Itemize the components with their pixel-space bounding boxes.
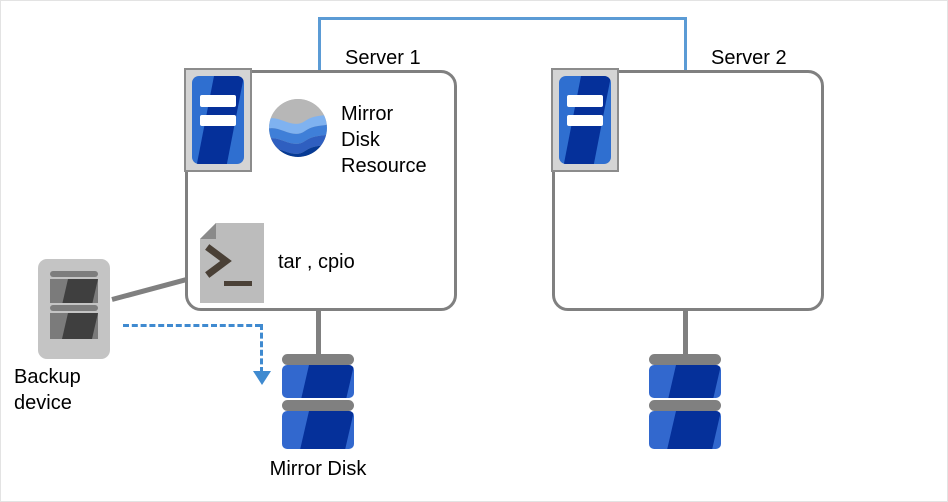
backup-device-icon [38, 259, 110, 359]
mirror-disk-resource-label: Mirror Disk Resource [341, 103, 427, 177]
backup-disk-plate-top [50, 271, 98, 277]
disk2-block-shade [668, 365, 721, 398]
disk1-plate-middle [282, 400, 354, 411]
disk2-block-shade [667, 411, 721, 449]
disk-link-2-line [683, 311, 688, 357]
script-document-icon [200, 223, 264, 303]
server-icon-bar-bottom [567, 114, 603, 127]
disk1-block-shade [300, 411, 354, 449]
backup-disk-block-top [50, 279, 98, 303]
server-icon-body [559, 76, 611, 164]
backup-disk-block-shade [62, 279, 98, 303]
disk1-block-shade [301, 365, 354, 398]
disk-link-1-line [316, 311, 321, 357]
globe-icon-svg [269, 99, 327, 157]
backup-disk-plate-middle [50, 305, 98, 311]
backup-flow-vertical [260, 324, 263, 373]
server1-label: Server 1 [345, 47, 421, 69]
mirror-disk-label: Mirror Disk [269, 458, 367, 480]
server-icon-bar-bottom [200, 114, 236, 127]
backup-flow-horizontal [123, 324, 261, 327]
server2-box [552, 70, 824, 311]
disk2-block-top [649, 365, 721, 398]
disk2-block-bottom [649, 411, 721, 449]
server2-machine-icon [551, 68, 619, 172]
globe-icon [269, 99, 327, 157]
backup-disk-block-shade [62, 313, 98, 339]
disk1-block-bottom [282, 411, 354, 449]
server-icon-bar-top [200, 95, 236, 107]
server-icon-body [192, 76, 244, 164]
interconnect-line-vertical-right [684, 17, 687, 71]
backup-device-label: Backup device [14, 366, 81, 414]
backup-flow-arrowhead [253, 371, 271, 385]
interconnect-line-vertical-left [318, 17, 321, 71]
disk2-plate-middle [649, 400, 721, 411]
interconnect-line-horizontal [318, 17, 687, 20]
disk1-plate-top [282, 354, 354, 365]
backup-link-line [111, 276, 188, 302]
disk1-block-top [282, 365, 354, 398]
server1-machine-icon [184, 68, 252, 172]
server-icon-bar-top [567, 95, 603, 107]
server2-label: Server 2 [711, 47, 787, 69]
backup-disk-block-bottom [50, 313, 98, 339]
script-document-icon-svg [200, 223, 264, 303]
disk2-plate-top [649, 354, 721, 365]
backup-commands-label: tar , cpio [278, 251, 355, 273]
